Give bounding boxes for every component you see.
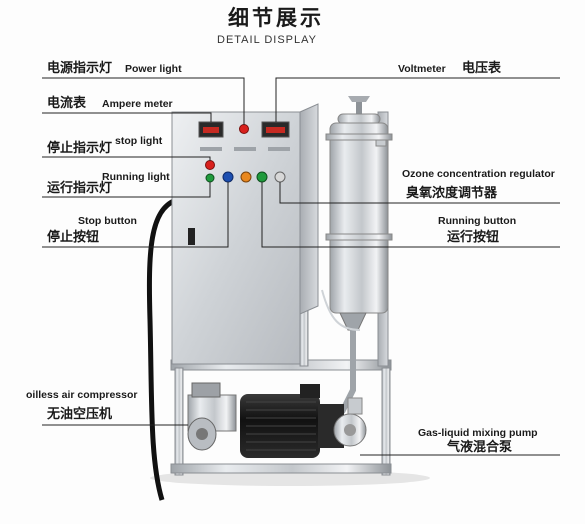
ozone-regulator-knob [274, 171, 286, 183]
floor-shadow [150, 470, 430, 486]
mixing-pump-label-en: Gas-liquid mixing pump [418, 427, 538, 439]
running-button-label-en: Running button [438, 215, 517, 227]
running-button-graphic [240, 171, 252, 183]
running-light-label-cn: 运行指示灯 [47, 181, 113, 196]
leader-lines [42, 77, 560, 456]
stop-light-label-en: stop light [115, 135, 163, 147]
running-button-label-cn: 运行按钮 [447, 230, 500, 245]
ozone-regulator-label-en: Ozone concentration regulator [402, 168, 555, 180]
running-light-label-en: Running light [102, 171, 170, 183]
leader-voltmeter [275, 77, 560, 122]
stop-light-graphic [205, 160, 215, 170]
leader-running-button [261, 182, 560, 248]
air-compressor-label-cn: 无油空压机 [47, 407, 113, 422]
power-light-graphic [239, 124, 249, 134]
running-light-graphic [205, 173, 215, 183]
control-cabinet [171, 103, 319, 365]
air-compressor-graphic [187, 382, 237, 451]
cabinet-lock [188, 228, 195, 245]
stop-light-label-cn: 停止指示灯 [47, 141, 113, 156]
ozone-tank [325, 96, 393, 368]
page-title: 细节展示 [228, 6, 324, 30]
ampere-meter-label-cn: 电流表 [47, 96, 87, 111]
power-light-label-en: Power light [125, 63, 182, 75]
leader-power-light [42, 77, 245, 125]
voltmeter-label-cn: 电压表 [462, 61, 502, 76]
mixing-pump-graphic [240, 384, 367, 458]
leader-stop-button [42, 182, 229, 248]
stop-button-graphic [222, 171, 234, 183]
stop-button-label-cn: 停止按钮 [47, 230, 100, 245]
ampere-meter-label-en: Ampere meter [102, 98, 173, 110]
leader-stop-light [42, 156, 211, 161]
power-light-label-cn: 电源指示灯 [47, 61, 113, 76]
leader-ampere-meter [42, 112, 212, 122]
leader-ozone-regulator [279, 182, 560, 204]
voltmeter-label-en: Voltmeter [398, 63, 446, 75]
page-subtitle: DETAIL DISPLAY [217, 34, 317, 46]
ozone-regulator-label-cn: 臭氧浓度调节器 [406, 186, 498, 201]
leader-running-light [42, 182, 211, 198]
power-cable [146, 197, 178, 501]
stop-button-label-en: Stop button [78, 215, 137, 227]
mixing-pump-label-cn: 气液混合泵 [447, 440, 513, 455]
air-compressor-label-en: oilless air compressor [26, 389, 138, 401]
